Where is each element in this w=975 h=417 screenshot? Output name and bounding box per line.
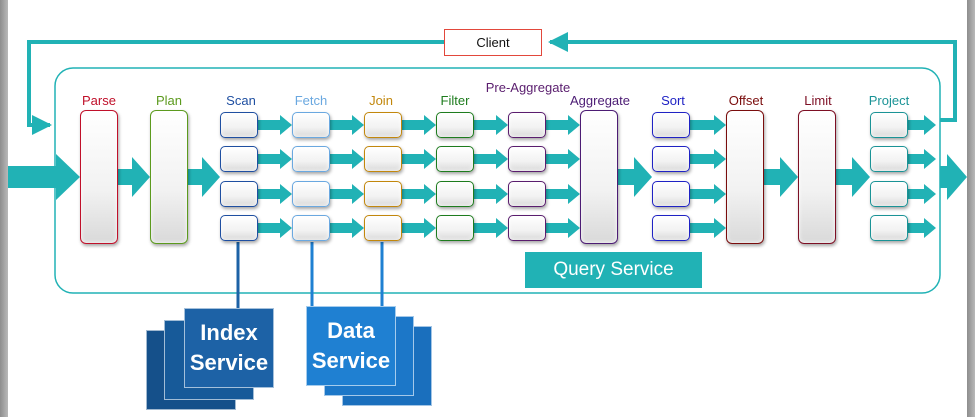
stage-box-pre-aggregate-lane-3: [508, 181, 546, 207]
arrow-join-to-filter-lane-1: [402, 115, 436, 135]
stage-box-join-lane-4: [364, 215, 402, 241]
client-to-pipeline-arrow: [27, 40, 444, 135]
arrow-plan-to-scan: [188, 157, 220, 197]
stage-box-scan-lane-1: [220, 112, 258, 138]
stage-box-project-lane-3: [870, 181, 908, 207]
stage-label-parse: Parse: [82, 93, 116, 108]
stage-box-scan-lane-3: [220, 181, 258, 207]
stage-label-project: Project: [868, 93, 910, 108]
arrow-pre-aggregate-to-aggregate-lane-2: [546, 149, 580, 169]
output-arrow: [940, 154, 967, 200]
arrow-filter-to-pre-aggregate-lane-4: [474, 218, 508, 238]
arrow-project-out-lane-2: [908, 149, 936, 169]
stage-label-filter: Filter: [440, 93, 470, 108]
arrow-scan-to-fetch-lane-4: [258, 218, 292, 238]
arrow-sort-to-offset-lane-1: [690, 115, 726, 135]
stage-label-scan: Scan: [226, 93, 256, 108]
stage-label-sort: Sort: [661, 93, 685, 108]
index-service-line1: Index: [200, 320, 258, 345]
data-service-line1: Data: [327, 318, 375, 343]
stage-label-join: Join: [369, 93, 393, 108]
stage-box-pre-aggregate-lane-1: [508, 112, 546, 138]
stage-box-plan: [150, 110, 188, 244]
stage-label-plan: Plan: [155, 93, 183, 108]
stage-box-pre-aggregate-lane-2: [508, 146, 546, 172]
pipeline-to-client-arrow: [548, 32, 957, 122]
arrow-offset-to-limit: [764, 157, 798, 197]
arrow-join-to-filter-lane-2: [402, 149, 436, 169]
arrow-pre-aggregate-to-aggregate-lane-1: [546, 115, 580, 135]
stage-box-fetch-lane-3: [292, 181, 330, 207]
stage-box-project-lane-1: [870, 112, 908, 138]
stage-label-fetch: Fetch: [294, 93, 328, 108]
arrow-scan-to-fetch-lane-3: [258, 184, 292, 204]
input-arrow: [8, 154, 80, 200]
stage-box-filter-lane-2: [436, 146, 474, 172]
arrow-sort-to-offset-lane-4: [690, 218, 726, 238]
left-edge-strip: [0, 0, 8, 417]
client-label: Client: [476, 35, 510, 50]
stage-box-limit: [798, 110, 836, 244]
arrow-aggregate-to-sort: [618, 157, 652, 197]
arrow-pre-aggregate-to-aggregate-lane-4: [546, 218, 580, 238]
data-service-line2: Service: [311, 348, 391, 373]
stage-box-fetch-lane-4: [292, 215, 330, 241]
arrow-sort-to-offset-lane-2: [690, 149, 726, 169]
arrow-filter-to-pre-aggregate-lane-1: [474, 115, 508, 135]
stage-box-sort-lane-2: [652, 146, 690, 172]
arrow-filter-to-pre-aggregate-lane-2: [474, 149, 508, 169]
arrow-fetch-to-join-lane-4: [330, 218, 364, 238]
stage-box-scan-lane-4: [220, 215, 258, 241]
stage-box-filter-lane-4: [436, 215, 474, 241]
arrow-join-to-filter-lane-4: [402, 218, 436, 238]
arrow-fetch-to-join-lane-3: [330, 184, 364, 204]
stage-box-sort-lane-4: [652, 215, 690, 241]
stage-box-join-lane-1: [364, 112, 402, 138]
stage-box-scan-lane-2: [220, 146, 258, 172]
arrow-scan-to-fetch-lane-2: [258, 149, 292, 169]
stage-box-pre-aggregate-lane-4: [508, 215, 546, 241]
stage-box-join-lane-3: [364, 181, 402, 207]
stage-box-parse: [80, 110, 118, 244]
stage-box-aggregate: [580, 110, 618, 244]
arrow-fetch-to-join-lane-1: [330, 115, 364, 135]
stage-box-offset: [726, 110, 764, 244]
stage-label-limit: Limit: [804, 93, 832, 108]
arrow-pre-aggregate-to-aggregate-lane-3: [546, 184, 580, 204]
arrow-join-to-filter-lane-3: [402, 184, 436, 204]
arrow-limit-to-project: [836, 157, 870, 197]
stage-box-sort-lane-3: [652, 181, 690, 207]
stage-box-sort-lane-1: [652, 112, 690, 138]
arrow-project-out-lane-3: [908, 184, 936, 204]
stage-box-fetch-lane-1: [292, 112, 330, 138]
arrow-fetch-to-join-lane-2: [330, 149, 364, 169]
stage-label-offset: Offset: [728, 93, 764, 108]
stage-box-filter-lane-1: [436, 112, 474, 138]
stage-box-project-lane-4: [870, 215, 908, 241]
arrow-project-out-lane-4: [908, 218, 936, 238]
query-service-label: Query Service: [525, 252, 702, 288]
client-box: Client: [444, 29, 542, 56]
stage-label-aggregate: Aggregate: [570, 93, 630, 108]
arrow-filter-to-pre-aggregate-lane-3: [474, 184, 508, 204]
arrow-scan-to-fetch-lane-1: [258, 115, 292, 135]
index-service-line2: Service: [189, 350, 269, 375]
arrow-sort-to-offset-lane-3: [690, 184, 726, 204]
arrow-parse-to-plan: [118, 157, 150, 197]
index-service-card: Index Service: [184, 308, 274, 388]
stage-label-pre-aggregate: Pre-Aggregate: [485, 80, 571, 95]
stage-box-project-lane-2: [870, 146, 908, 172]
stage-box-filter-lane-3: [436, 181, 474, 207]
data-service-card: Data Service: [306, 306, 396, 386]
stage-box-fetch-lane-2: [292, 146, 330, 172]
right-edge-strip: [967, 0, 975, 417]
stage-box-join-lane-2: [364, 146, 402, 172]
arrow-project-out-lane-1: [908, 115, 936, 135]
